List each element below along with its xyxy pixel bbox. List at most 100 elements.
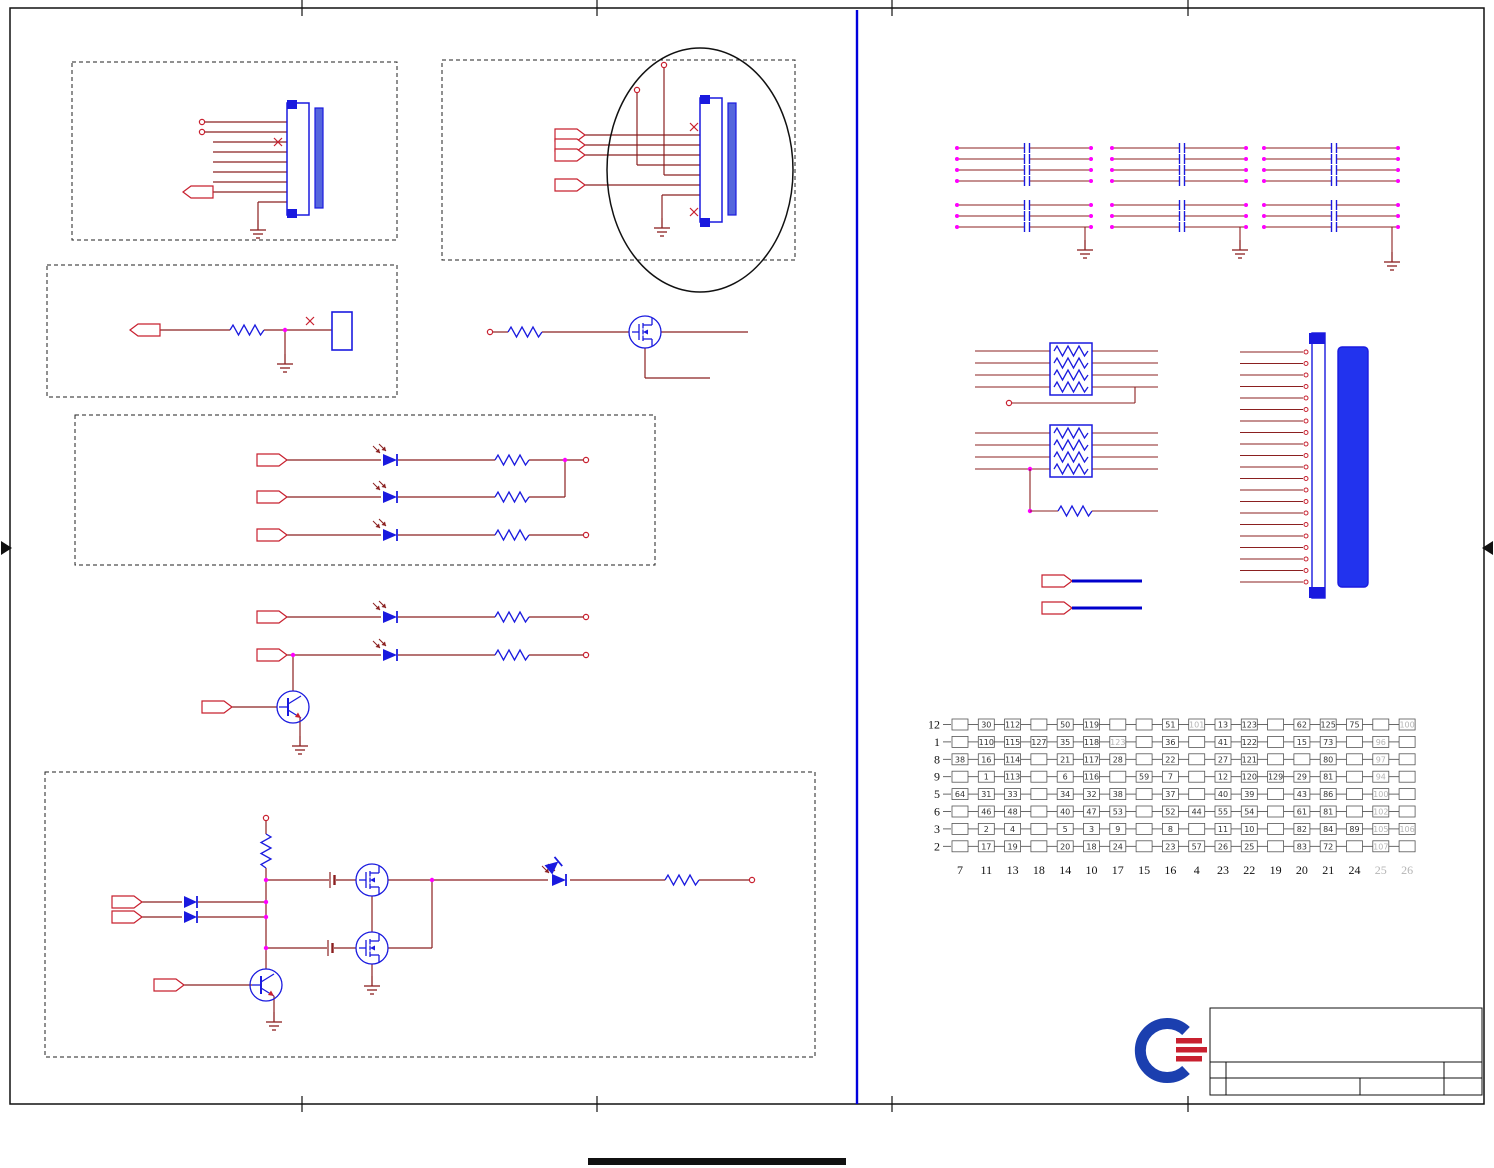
matrix-col-label: 25 [1375,863,1387,877]
resistor-icon [1053,463,1089,475]
pin-terminal [1303,510,1309,516]
gate-bias-icon [328,870,336,890]
matrix-col-label: 15 [1138,863,1150,877]
resistor-icon [1057,505,1093,517]
resistor-icon [229,324,265,336]
net-tag-icon [256,610,288,624]
dashed-regions [44,59,816,1058]
matrix-cell [1372,718,1390,731]
net-tag-icon [1041,601,1073,615]
board-connector-pins [1240,349,1309,585]
matrix-cell [1398,805,1416,818]
matrix-cell-value: 64 [955,790,965,799]
matrix-cell-value: 21 [1060,755,1070,764]
junction-dot [1089,214,1093,218]
pin-terminal [1303,430,1309,435]
matrix-cell [951,736,969,748]
pin-terminal [582,651,590,659]
matrix-cell-value: 28 [1113,755,1123,764]
ground-icon [291,735,309,755]
pin-terminal [582,613,590,621]
net-tag-icon [256,648,288,662]
matrix-cell [1135,736,1153,748]
matrix-cell [1346,805,1363,818]
matrix-cell-value: 112 [1005,721,1020,730]
matrix-cell-value: 125 [1321,721,1336,730]
matrix-cell [1030,788,1048,800]
pin-terminal [1303,545,1309,550]
net-tag-icon [111,910,143,924]
matrix-cell-value: 123 [1242,721,1257,730]
resistor-icon [494,529,530,541]
matrix-cell [1135,840,1153,853]
pin-terminal [1303,349,1309,355]
matrix-cell [1398,823,1416,835]
junction-dot [955,146,959,150]
matrix-cell [1398,770,1416,783]
matrix-cell-value: 114 [1005,755,1020,764]
matrix-cell [1135,753,1153,766]
gate-bias-icon [326,938,334,958]
matrix-cell-value: 48 [1008,808,1018,817]
pin-terminal [633,86,641,94]
matrix-cell [1135,805,1153,818]
junction-dot [1110,146,1114,150]
matrix-cell [1188,753,1206,766]
junction-dot [1244,146,1248,150]
matrix-cell-value: 31 [981,790,991,799]
dashed-region-3 [46,264,398,398]
matrix-cell-value: 82 [1297,825,1307,834]
series-resistor-block [129,311,353,373]
connector-key [700,95,710,104]
bus-tags [1041,574,1142,615]
matrix-cell-value: 12 [1218,773,1228,782]
matrix-row-label: 6 [934,805,940,819]
matrix-cell-value: 24 [1113,842,1123,851]
matrix-cell-value: 6 [1063,773,1068,782]
matrix-cell-value: 38 [955,755,965,764]
matrix-cell [1398,736,1416,748]
matrix-cell-value: 120 [1242,773,1257,782]
matrix-col-label: 13 [1007,863,1019,877]
junction-dot [1396,179,1400,183]
matrix-cell [1267,805,1284,818]
matrix-cell [1398,840,1416,853]
pin-terminal [1303,464,1309,470]
junction-dot [1396,203,1400,207]
connector-pin-strip [1311,332,1326,599]
matrix-cell-value: 16 [981,755,991,764]
matrix-cell-value: 22 [1165,755,1175,764]
matrix-cell-value: 94 [1376,773,1386,782]
matrix-cell-value: 55 [1218,808,1228,817]
ground-icon [363,975,381,995]
matrix-cell-value: 102 [1373,808,1388,817]
matrix-cell-value: 30 [981,721,991,730]
junction-dot [955,203,959,207]
dashed-region-2 [441,59,796,261]
connector-block-2 [554,47,794,293]
matrix-cell [1135,823,1153,835]
pin-terminal [582,531,590,539]
matrix-cell-value: 80 [1323,755,1333,764]
junction-dot [263,877,269,883]
matrix-cell-value: 115 [1005,738,1020,747]
matrix-cell-value: 107 [1373,842,1388,851]
left-zone-arrow-icon [1,541,12,555]
pin-terminal [1303,407,1309,412]
junction-dot [1110,168,1114,172]
matrix-cell-value: 116 [1084,773,1099,782]
net-tag-icon [256,528,288,542]
connector-block-1 [182,100,324,239]
matrix-cell [1188,788,1206,800]
matrix-cell-value: 119 [1084,721,1099,730]
matrix-cell [1267,736,1284,748]
matrix-cell-value: 10 [1244,825,1254,834]
matrix-row-label: 9 [934,770,940,784]
pin-terminal [1303,499,1309,504]
net-tag-icon [256,490,288,504]
no-connect-icon [689,207,699,217]
pin-terminal [1303,372,1309,378]
matrix-cell [951,823,969,835]
matrix-cell-value: 51 [1165,721,1175,730]
matrix-cell-value: 100 [1373,790,1388,799]
